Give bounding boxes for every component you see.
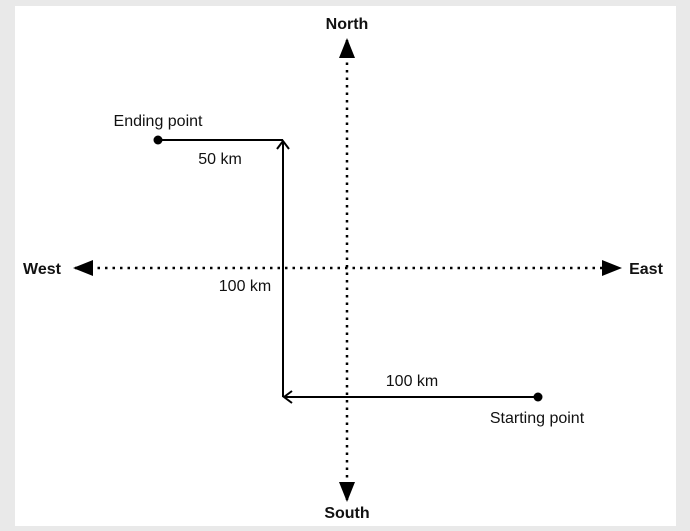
- starting-point-dot: [533, 392, 543, 402]
- segment-50km-label: 50 km: [198, 151, 242, 168]
- ending-point-dot: [153, 135, 163, 145]
- west-label: West: [23, 261, 62, 278]
- segment-west-label: 100 km: [386, 373, 438, 390]
- north-label: North: [326, 16, 369, 33]
- segment-north-label: 100 km: [219, 278, 271, 295]
- starting-point-label: Starting point: [490, 410, 585, 427]
- east-label: East: [629, 261, 663, 278]
- ending-point-label: Ending point: [114, 113, 204, 130]
- south-label: South: [324, 505, 369, 522]
